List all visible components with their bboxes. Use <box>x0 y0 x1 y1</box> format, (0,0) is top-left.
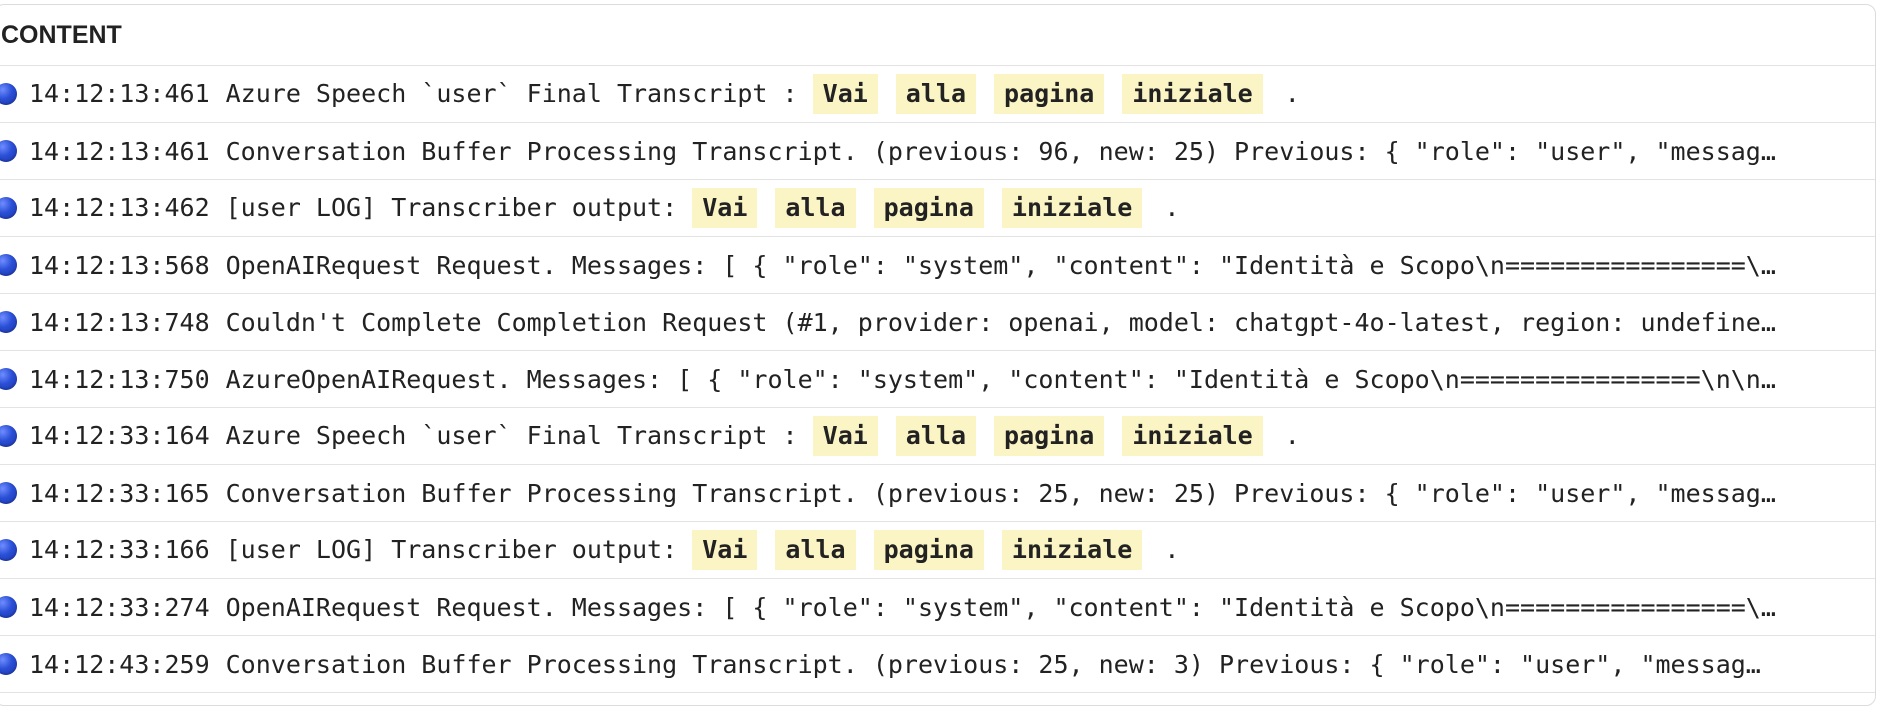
log-line: 14:12:43:259 Conversation Buffer Processi… <box>29 650 1845 679</box>
log-row[interactable]: 14:12:13:461 Azure Speech `user` Final Tr… <box>0 66 1875 123</box>
log-message: Couldn't Complete Completion Request (#1… <box>225 307 1776 337</box>
log-timestamp: 14:12:13:461 <box>29 136 210 166</box>
log-line: 14:12:13:748 Couldn't Complete Completion… <box>29 308 1845 337</box>
log-row[interactable]: 14:12:33:274 OpenAIRequest Request. Messa… <box>0 579 1875 636</box>
log-row[interactable]: 14:12:33:166 [user LOG] Transcriber outpu… <box>0 522 1875 579</box>
log-row[interactable]: 14:12:13:568 OpenAIRequest Request. Messa… <box>0 237 1875 294</box>
status-dot-icon <box>0 482 17 504</box>
content-header: CONTENT <box>0 5 1875 66</box>
transcript-word: Vai <box>812 416 878 456</box>
transcript-word: Vai <box>692 188 758 228</box>
log-line: 14:12:33:164 Azure Speech `user` Final Tr… <box>29 416 1845 456</box>
log-row[interactable]: 14:12:13:462 [user LOG] Transcriber outpu… <box>0 180 1875 237</box>
log-message: Conversation Buffer Processing Transcrip… <box>225 136 1776 166</box>
log-timestamp: 14:12:13:461 <box>29 79 210 108</box>
log-line: 14:12:13:462 [user LOG] Transcriber outpu… <box>29 188 1845 228</box>
log-suffix: . <box>1284 421 1300 450</box>
status-dot-icon <box>0 311 17 333</box>
status-dot-icon <box>0 596 17 618</box>
log-line: 14:12:33:166 [user LOG] Transcriber outpu… <box>29 530 1845 570</box>
status-dot-icon <box>0 653 17 675</box>
log-message: Azure Speech `user` Final Transcript : <box>225 421 798 450</box>
transcript-word: Vai <box>812 74 878 114</box>
transcript-word: alla <box>895 74 977 114</box>
transcript-word: iniziale <box>1001 188 1143 228</box>
transcript-word: pagina <box>994 416 1105 456</box>
status-dot-icon <box>0 254 17 276</box>
log-message: OpenAIRequest Request. Messages: [ { "ro… <box>225 250 1776 280</box>
transcript-word: iniziale <box>1122 74 1263 114</box>
log-timestamp: 14:12:43:259 <box>29 649 210 679</box>
log-line: 14:12:33:165 Conversation Buffer Processi… <box>29 479 1845 508</box>
log-timestamp: 14:12:13:748 <box>29 307 210 337</box>
log-timestamp: 14:12:13:462 <box>29 193 210 222</box>
log-suffix: . <box>1164 193 1180 222</box>
log-message: OpenAIRequest Request. Messages: [ { "ro… <box>225 592 1776 622</box>
log-row[interactable]: 14:12:13:750 AzureOpenAIRequest. Messages… <box>0 351 1875 408</box>
log-timestamp: 14:12:33:274 <box>29 592 210 622</box>
status-dot-icon <box>0 539 17 561</box>
log-message: Azure Speech `user` Final Transcript : <box>225 79 798 108</box>
log-line: 14:12:13:461 Conversation Buffer Processi… <box>29 137 1845 166</box>
log-message: AzureOpenAIRequest. Messages: [ { "role"… <box>225 364 1776 394</box>
transcript-word: pagina <box>873 530 984 570</box>
log-timestamp: 14:12:13:568 <box>29 250 210 280</box>
log-line: 14:12:13:750 AzureOpenAIRequest. Messages… <box>29 365 1845 394</box>
log-row[interactable]: 14:12:33:164 Azure Speech `user` Final Tr… <box>0 408 1875 465</box>
log-row[interactable]: 14:12:13:461 Conversation Buffer Processi… <box>0 123 1875 180</box>
status-dot-icon <box>0 140 17 162</box>
log-line: 14:12:13:568 OpenAIRequest Request. Messa… <box>29 251 1845 280</box>
log-timestamp: 14:12:33:164 <box>29 421 210 450</box>
log-row[interactable]: 14:12:13:748 Couldn't Complete Completion… <box>0 294 1875 351</box>
transcript-word: Vai <box>692 530 758 570</box>
status-dot-icon <box>0 83 17 105</box>
log-suffix: . <box>1284 79 1300 108</box>
transcript-word: alla <box>775 188 856 228</box>
transcript-word: pagina <box>873 188 984 228</box>
log-line: 14:12:33:274 OpenAIRequest Request. Messa… <box>29 593 1845 622</box>
log-timestamp: 14:12:33:166 <box>29 535 210 564</box>
log-suffix: . <box>1164 535 1180 564</box>
log-message: [user LOG] Transcriber output: <box>225 193 678 222</box>
log-timestamp: 14:12:33:165 <box>29 478 210 508</box>
status-dot-icon <box>0 368 17 390</box>
status-dot-icon <box>0 425 17 447</box>
log-line: 14:12:13:461 Azure Speech `user` Final Tr… <box>29 74 1845 114</box>
status-dot-icon <box>0 197 17 219</box>
log-timestamp: 14:12:13:750 <box>29 364 210 394</box>
transcript-word: pagina <box>994 74 1105 114</box>
log-row[interactable]: 14:12:43:259 Conversation Buffer Processi… <box>0 636 1875 693</box>
transcript-word: alla <box>775 530 856 570</box>
log-message: Conversation Buffer Processing Transcrip… <box>225 649 1761 679</box>
log-message: [user LOG] Transcriber output: <box>225 535 678 564</box>
log-row[interactable]: 14:12:33:165 Conversation Buffer Processi… <box>0 465 1875 522</box>
transcript-word: iniziale <box>1122 416 1263 456</box>
transcript-word: iniziale <box>1001 530 1143 570</box>
log-message: Conversation Buffer Processing Transcrip… <box>225 478 1776 508</box>
transcript-word: alla <box>895 416 977 456</box>
